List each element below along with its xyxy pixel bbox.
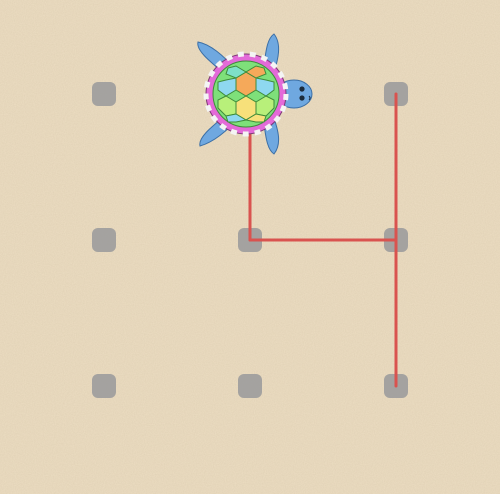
grid-dot-r1-c0[interactable] bbox=[92, 228, 116, 252]
grid-dot-r0-c0[interactable] bbox=[92, 82, 116, 106]
grid-dot-r2-c1[interactable] bbox=[238, 374, 262, 398]
grid-dot-r2-c0[interactable] bbox=[92, 374, 116, 398]
turtle-icon bbox=[197, 33, 313, 155]
